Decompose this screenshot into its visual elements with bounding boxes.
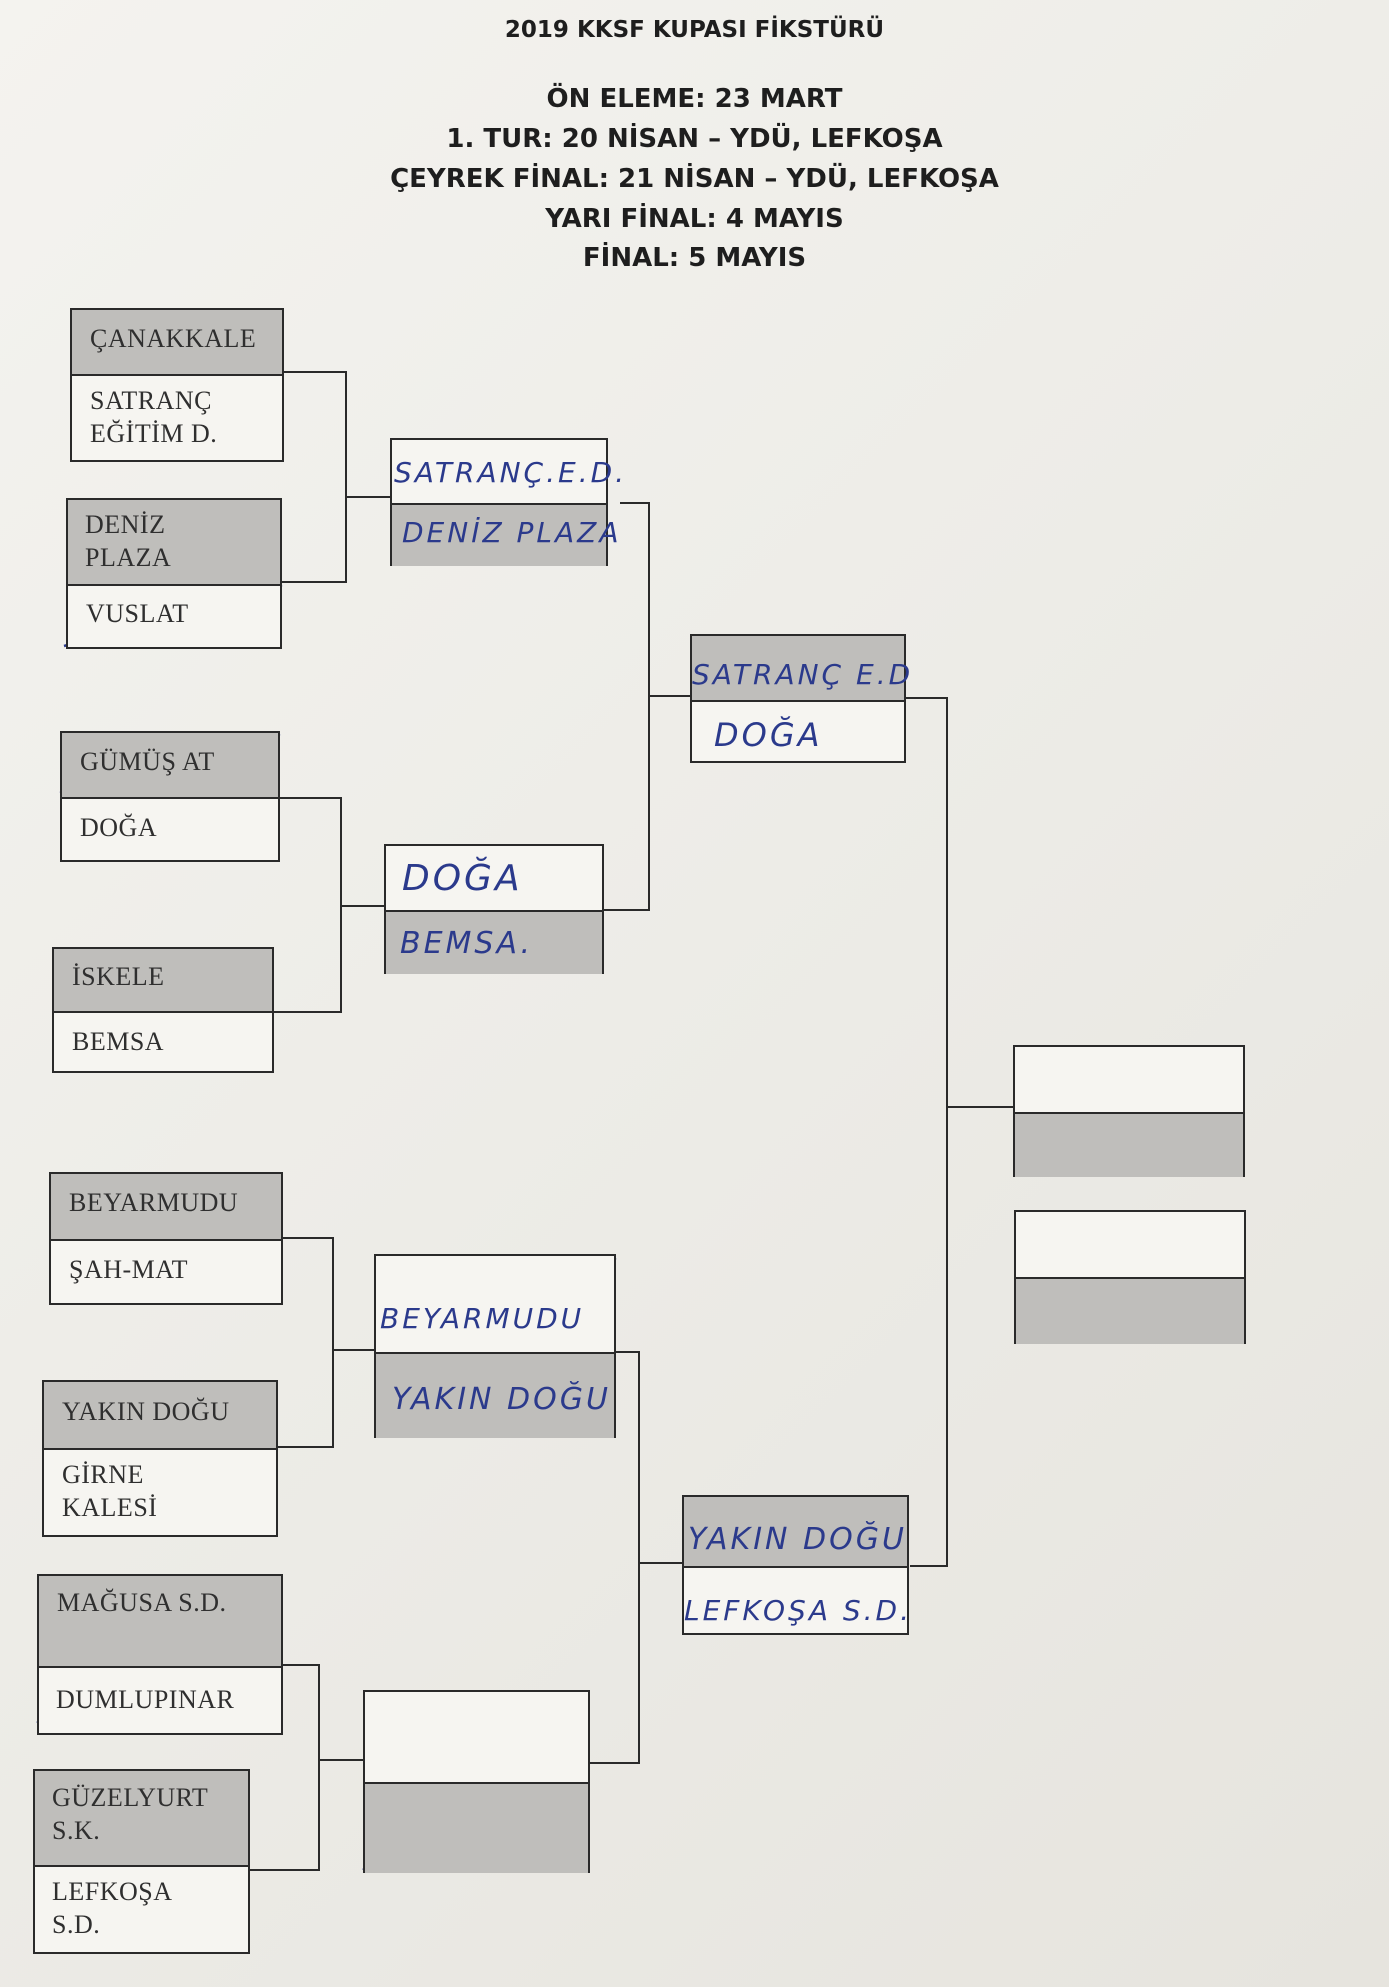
connector-r1-m4 [250,1664,320,1871]
team-slot: DOĞA [80,813,158,842]
header-line-final: FİNAL: 5 MAYIS [582,243,807,273]
header-line-semifinal: YARI FİNAL: 4 MAYIS [545,204,844,234]
sf-match-2 [682,1495,909,1635]
sf-2-team-2: LEFKOŞA S.D. [684,1594,913,1627]
team-slot: S.D. [52,1910,101,1939]
final-box-2 [1014,1210,1246,1344]
team-slot: GÜZELYURT [52,1783,209,1812]
qf-match-1 [390,438,608,566]
sf-1-team-1: SATRANÇ E.D [692,658,914,691]
r1-match-8: GÜZELYURT S.K. LEFKOŞA S.D. [33,1769,250,1954]
team-slot: ÇANAKKALE [90,324,257,353]
qf-1-team-2: DENİZ PLAZA [402,516,622,549]
r1-match-2: DENİZ PLAZA VUSLAT [66,498,282,649]
qf-match-3 [374,1254,616,1438]
qf-3-team-2: YAKIN DOĞU [392,1382,611,1417]
team-slot: DUMLUPINAR [56,1685,235,1714]
team-slot: GİRNE [62,1460,144,1489]
r1-match-4: İSKELE BEMSA [52,947,274,1073]
fixture-title: 2019 KKSF KUPASI FİKSTÜRÜ [504,17,885,43]
team-slot: BEMSA [72,1027,165,1056]
connector-r1-m3 [277,1237,334,1448]
team-slot: BEYARMUDU [69,1188,239,1217]
team-slot: GÜMÜŞ AT [80,747,215,776]
final-2-team-1 [1016,1212,1244,1277]
connector-r1-m1 [275,371,347,583]
r1-match-1: ÇANAKKALE SATRANÇ EĞİTİM D. [70,308,284,462]
r1-match-6: YAKIN DOĞU GİRNE KALESİ [42,1380,278,1537]
sf-2-team-1: YAKIN DOĞU [688,1522,907,1557]
qf-match-2 [384,844,604,974]
qf-4-team-2 [365,1784,588,1873]
team-slot: YAKIN DOĞU [62,1397,230,1426]
sf-match-1 [690,634,906,763]
final-1-team-2 [1015,1114,1243,1177]
team-slot: S.K. [52,1816,101,1845]
r1-match-3: GÜMÜŞ AT DOĞA [60,731,280,862]
team-slot: KALESİ [62,1493,158,1522]
qf-2-team-2: BEMSA. [400,926,534,961]
qf-2-team-1: DOĞA [402,858,523,899]
connector-sf [905,697,948,1567]
team-slot: PLAZA [85,543,172,572]
qf-3-team-1: BEYARMUDU [380,1302,585,1335]
team-slot: EĞİTİM D. [90,419,218,448]
qf-4-team-1 [365,1692,588,1782]
team-slot: LEFKOŞA [52,1877,173,1906]
header-line-quarterfinal: ÇEYREK FİNAL: 21 NİSAN – YDÜ, LEFKOŞA [390,164,999,194]
header-line-preliminary: ÖN ELEME: 23 MART [546,84,843,114]
header-line-round1: 1. TUR: 20 NİSAN – YDÜ, LEFKOŞA [446,124,943,154]
team-slot: İSKELE [72,962,165,991]
connector-r1-m2 [272,797,342,1013]
sf-1-team-2: DOĞA [714,716,823,754]
team-slot: ŞAH-MAT [69,1255,189,1284]
connector-qf-upper [604,502,650,911]
team-slot: MAĞUSA S.D. [57,1588,227,1617]
final-2-team-2 [1016,1279,1244,1344]
team-slot: VUSLAT [86,599,189,628]
r1-match-7: MAĞUSA S.D. DUMLUPINAR [37,1574,283,1735]
r1-match-5: BEYARMUDU ŞAH-MAT [49,1172,283,1305]
final-box-1 [1013,1045,1245,1177]
connector-qf-lower [590,1351,640,1764]
final-1-team-1 [1015,1047,1243,1112]
team-slot: SATRANÇ [90,386,212,415]
team-slot: DENİZ [85,510,166,539]
qf-match-4 [363,1690,590,1873]
qf-1-team-1: SATRANÇ.E.D. [394,456,628,489]
